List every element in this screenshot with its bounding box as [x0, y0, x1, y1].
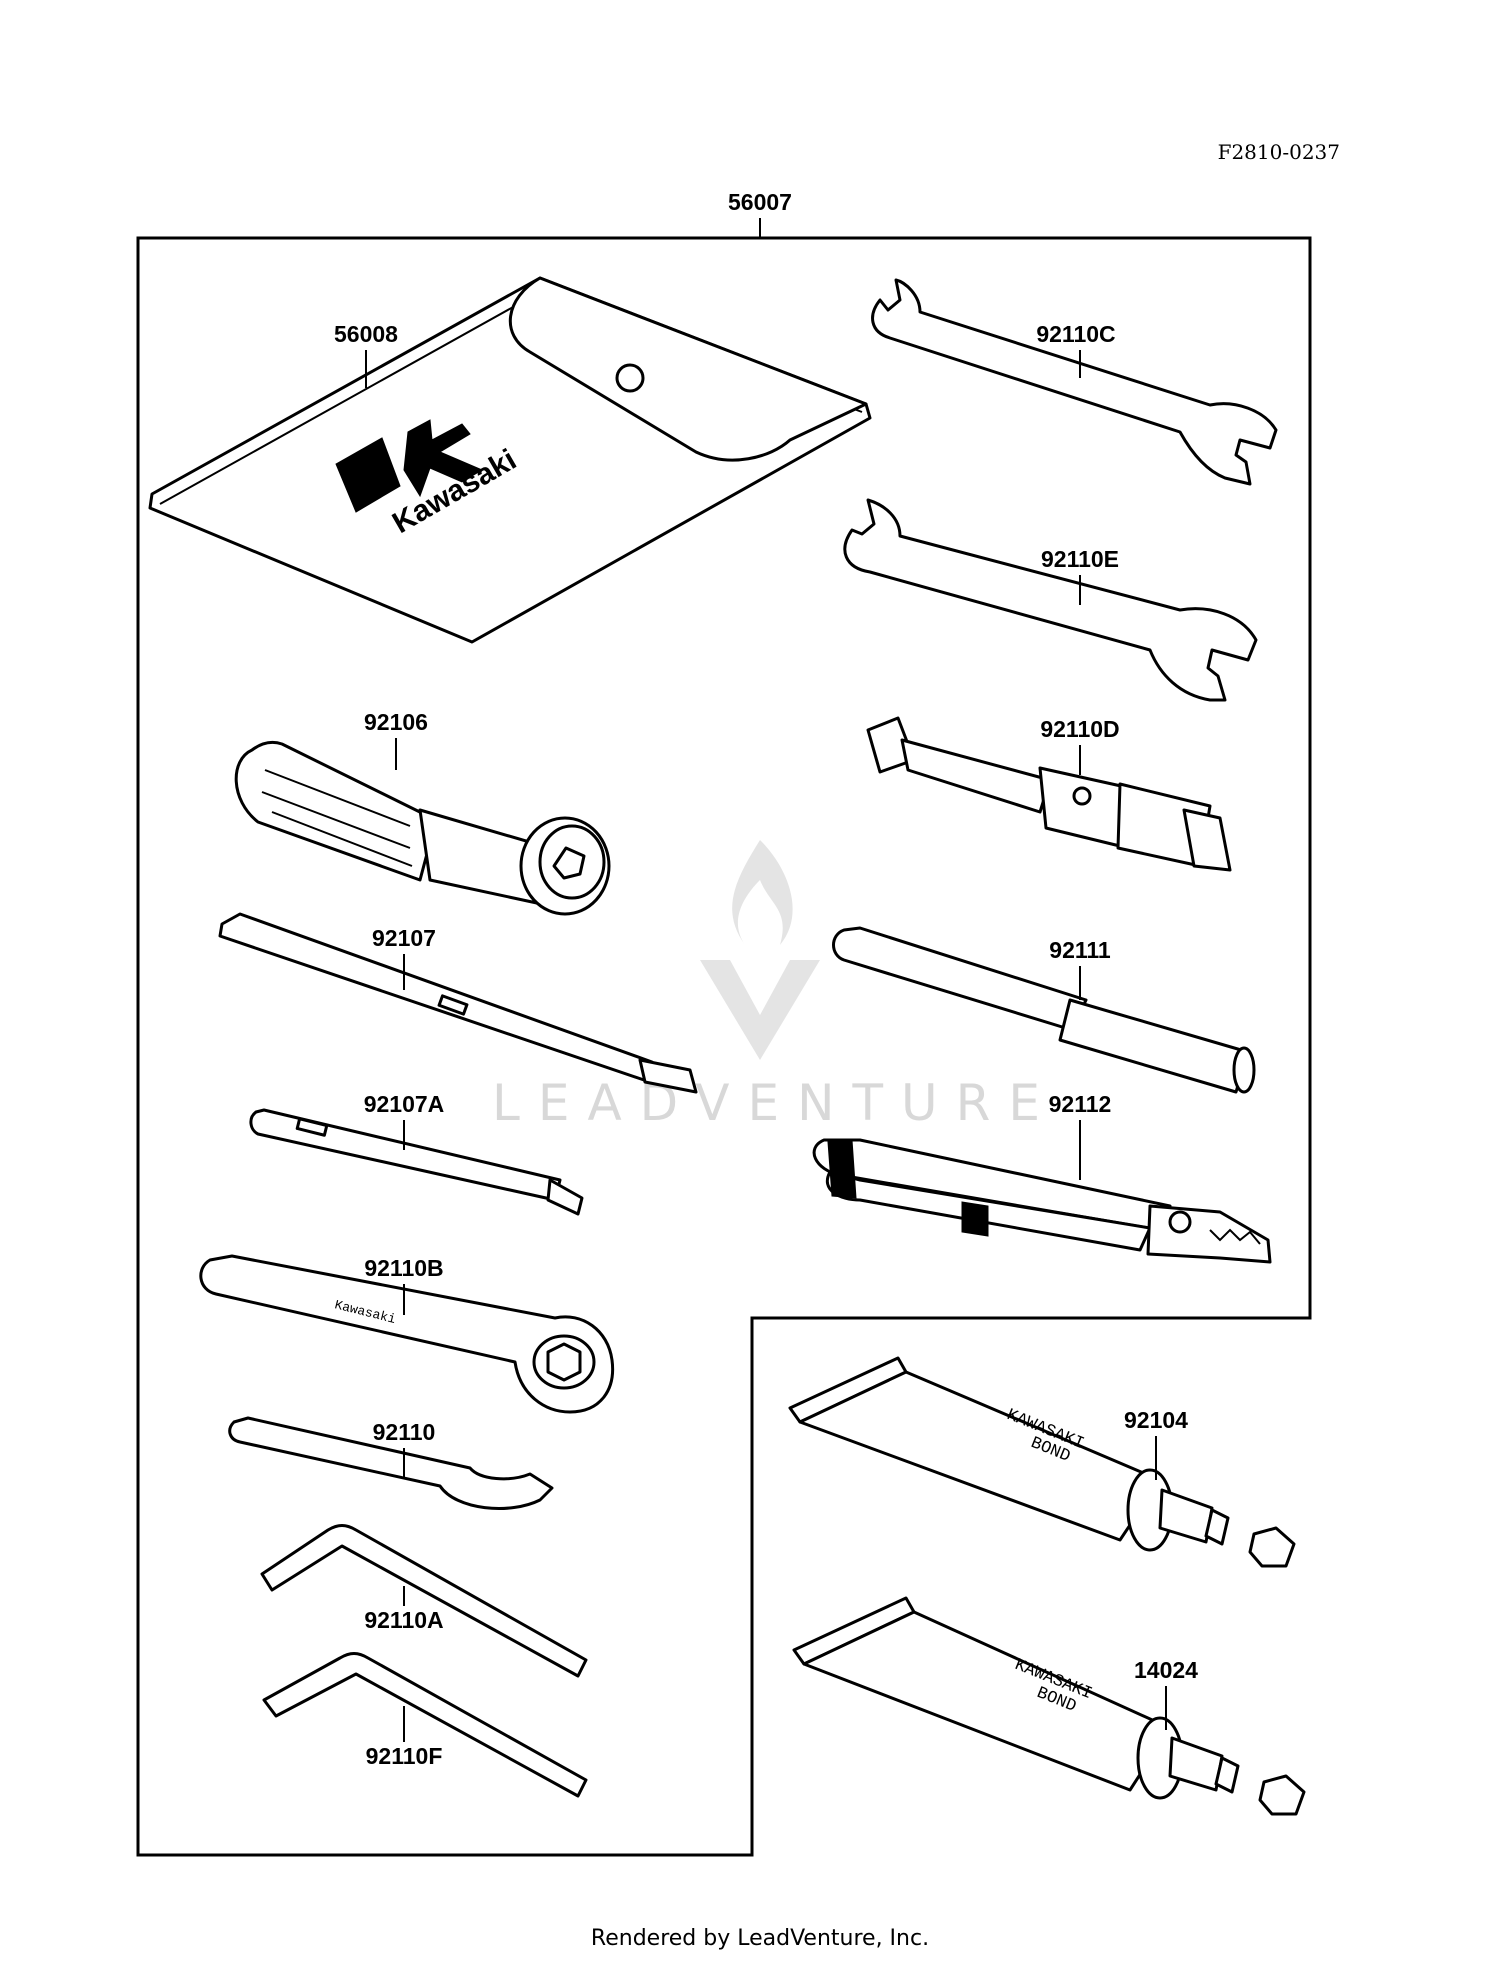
box-wrench-shape [199, 1254, 615, 1414]
label-92104: 92104 [1124, 1407, 1188, 1433]
watermark-text: LEADVENTURE [492, 1074, 1058, 1132]
label-14024: 14024 [1134, 1657, 1198, 1683]
pliers-pivot-icon [1168, 1210, 1192, 1234]
part-92110A[interactable]: 92110A [260, 1524, 588, 1678]
part-92110[interactable]: 92110 [228, 1416, 554, 1510]
screwdriver-long-shaft [218, 912, 654, 1082]
phillips-tip-icon [638, 1058, 698, 1094]
label-92107A: 92107A [364, 1091, 445, 1117]
part-92110B[interactable]: Kawasaki 92110B [199, 1254, 615, 1414]
plug-wrench-body [1038, 766, 1132, 850]
tube-nozzle [1168, 1736, 1224, 1792]
flame-logo-icon [732, 840, 793, 945]
label-92110E: 92110E [1041, 546, 1119, 572]
label-92110A: 92110A [364, 1607, 443, 1633]
hex-socket-icon [552, 846, 586, 880]
assembly-frame [136, 236, 1312, 1857]
label-92110: 92110 [373, 1419, 436, 1445]
extension-bar-shaft [832, 926, 1088, 1032]
label-92111: 92111 [1049, 937, 1111, 963]
hex-key-f-shape [262, 1652, 588, 1798]
label-92107: 92107 [372, 925, 436, 951]
part-92110E[interactable]: 92110E [843, 498, 1258, 702]
part-92104[interactable]: KAWASAKI BOND 92104 [788, 1356, 1296, 1568]
hex-key-a-shape [260, 1524, 588, 1678]
tube-nozzle [1158, 1488, 1214, 1544]
part-92110F[interactable]: 92110F [262, 1652, 588, 1798]
label-92106: 92106 [364, 709, 428, 735]
kawasaki-logo-icon [335, 437, 401, 513]
label-92112: 92112 [1049, 1091, 1112, 1117]
hex-ring-icon [546, 1342, 582, 1382]
pouch-snap-icon [615, 363, 645, 393]
tube-body [798, 1370, 1162, 1542]
part-92112[interactable]: 92112 [812, 1091, 1272, 1264]
part-92110C[interactable]: 92110C [871, 278, 1278, 486]
part-92106[interactable]: 92106 [234, 709, 611, 916]
part-92107[interactable]: 92107 [218, 912, 698, 1094]
handle-grip [234, 740, 438, 882]
part-92107A[interactable]: 92107A [249, 1091, 584, 1216]
tube-body [802, 1610, 1172, 1792]
pliers-handle-bottom [826, 1170, 1152, 1252]
tube-cap-icon [1258, 1774, 1306, 1816]
label-92110F: 92110F [366, 1743, 443, 1769]
tube-cap-icon [1248, 1526, 1296, 1568]
wrench-large-shape [843, 498, 1258, 702]
phillips-tip-icon [546, 1178, 584, 1216]
footer-credit: Rendered by LeadVenture, Inc. [591, 1926, 929, 1951]
assembly-number: 56007 [728, 189, 792, 215]
part-56008[interactable]: Kawasaki 56008 [148, 276, 872, 644]
label-56008: 56008 [334, 321, 398, 347]
label-92110B: 92110B [364, 1255, 443, 1281]
extension-bar-end [1058, 998, 1250, 1094]
reference-code: F2810-0237 [1218, 140, 1340, 164]
part-14024[interactable]: KAWASAKI BOND 14024 [792, 1596, 1306, 1816]
hex-socket-icon [1182, 808, 1232, 872]
v-logo-icon [700, 960, 820, 1060]
part-92111[interactable]: 92111 [832, 926, 1256, 1094]
plug-wrench-shaft [900, 738, 1052, 814]
label-92110C: 92110C [1036, 321, 1115, 347]
watermark: LEADVENTURE [492, 840, 1058, 1132]
pouch-flap [508, 276, 868, 462]
wrench-small-shape [871, 278, 1278, 486]
hook-wrench-shape [228, 1416, 554, 1510]
label-92110D: 92110D [1040, 716, 1119, 742]
part-92110D[interactable]: 92110D [866, 716, 1232, 872]
